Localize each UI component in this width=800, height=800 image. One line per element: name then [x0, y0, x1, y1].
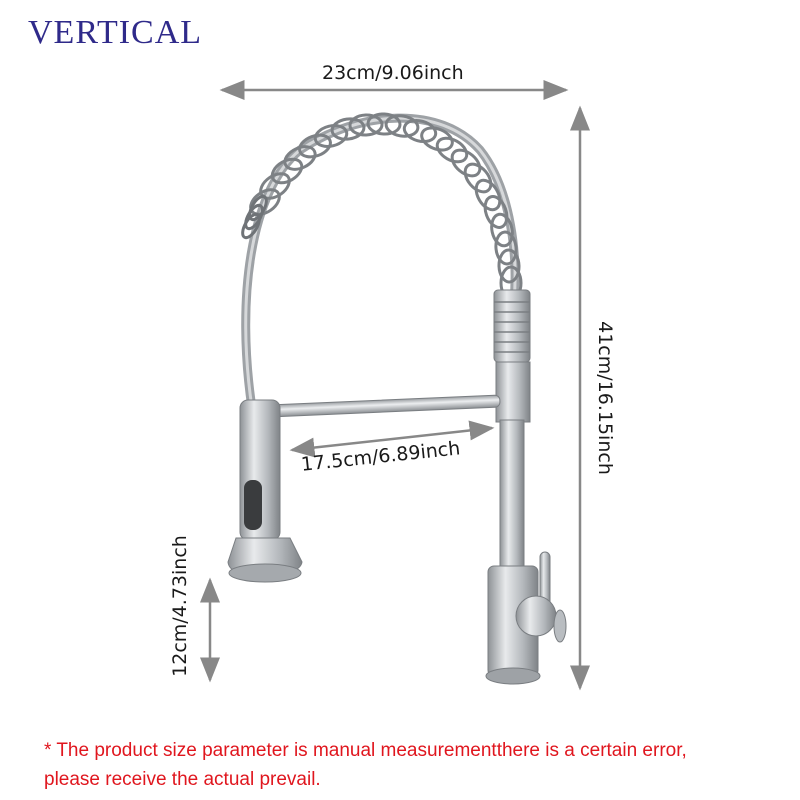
- faucet-body-upper: [495, 361, 531, 423]
- total-height-label: 41cm/16.15inch: [594, 321, 616, 475]
- spring-coil: [249, 112, 523, 301]
- note-line-2: please receive the actual prevail.: [44, 769, 321, 790]
- note-line-1: * The product size parameter is manual m…: [44, 740, 687, 761]
- sprayer-button: [244, 480, 262, 530]
- holder-arm: [269, 394, 501, 418]
- spout-height-label: 12cm/4.73inch: [169, 535, 191, 677]
- spring-collar: [493, 289, 531, 363]
- hose-guard-coil: [241, 194, 268, 240]
- total-width-label: 23cm/9.06inch: [322, 62, 464, 84]
- faucet-body-pipe: [499, 419, 525, 571]
- brand-logo-text: VERTICAL: [28, 14, 203, 51]
- measurement-note: * The product size parameter is manual m…: [44, 736, 784, 794]
- reach-arrow: [289, 420, 495, 458]
